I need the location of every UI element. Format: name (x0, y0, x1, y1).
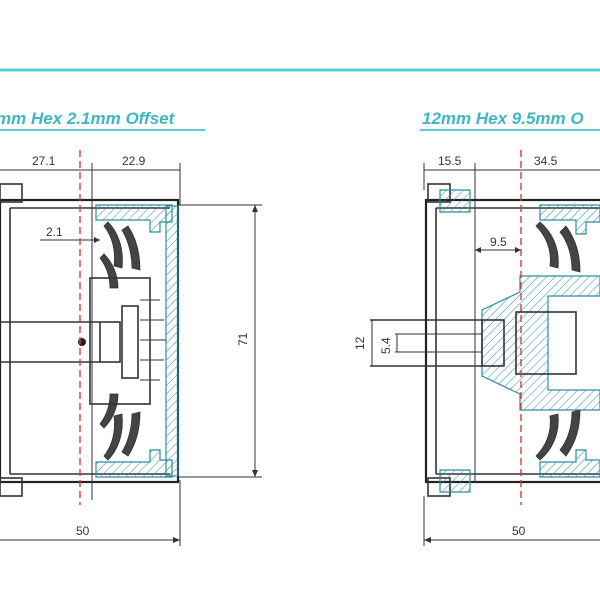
right-dim-pin: 5.4 (379, 337, 393, 354)
left-dim-offset: 2.1 (46, 225, 63, 239)
right-spoke-3 (535, 413, 559, 461)
left-wheel-outer-rim (0, 198, 180, 484)
right-bead-section-top (439, 189, 471, 213)
right-dim-top-left: 15.5 (438, 154, 462, 168)
left-height-arrow-bottom (252, 470, 258, 477)
left-outer-flange (165, 205, 179, 477)
right-hub-section (481, 275, 600, 411)
left-spoke-3 (99, 253, 119, 289)
right-wheel-drawing: 12mm Hex 9.5mm O 15.5 34.5 (353, 109, 600, 546)
left-offset-arrow (94, 237, 100, 243)
left-dim-top-left: 27.1 (32, 154, 56, 168)
right-hub-body (515, 311, 577, 375)
right-offset-arrow-left (475, 247, 481, 253)
left-hub-face-ribs (140, 299, 166, 381)
right-bead-section-bottom (439, 469, 471, 493)
left-hub-hex (99, 321, 121, 363)
left-pin-hole (78, 338, 86, 346)
right-rim-section-top (539, 204, 600, 235)
left-view-title: mm Hex 2.1mm Offset (0, 109, 176, 128)
left-dim-top-right: 22.9 (122, 154, 146, 168)
right-dim-hex: 12 (353, 336, 367, 350)
left-spoke-6 (99, 393, 119, 429)
right-dim-offset: 9.5 (490, 235, 507, 249)
right-spoke-2 (559, 225, 581, 273)
right-width-arrow (424, 537, 431, 543)
right-wheel-outer-rim (424, 198, 600, 484)
right-hub-hex (481, 319, 505, 367)
right-spoke-4 (559, 409, 581, 457)
left-bead-lock-top (0, 183, 23, 203)
left-height-arrow-top (252, 205, 258, 212)
left-bead-lock-bottom (0, 477, 23, 497)
left-dim-height: 71 (236, 332, 250, 346)
left-dim-width: 50 (76, 524, 90, 538)
left-hub-cap (121, 305, 139, 379)
right-view-title: 12mm Hex 9.5mm O (422, 109, 584, 128)
right-dim-top-right: 34.5 (534, 154, 558, 168)
left-spoke-2 (121, 225, 141, 271)
right-rim-section-bottom (539, 449, 600, 478)
left-spoke-4 (103, 413, 123, 461)
left-width-arrow (173, 537, 180, 543)
left-wheel-drawing: mm Hex 2.1mm Offset 27.1 22.9 (0, 109, 262, 546)
left-hub-section-bottom (95, 449, 173, 478)
right-spoke-1 (535, 221, 559, 269)
right-dim-width: 50 (512, 524, 526, 538)
left-spoke-5 (121, 411, 141, 457)
left-spoke-1 (103, 221, 123, 269)
left-hub-body (89, 277, 151, 405)
right-offset-arrow-right (515, 247, 521, 253)
